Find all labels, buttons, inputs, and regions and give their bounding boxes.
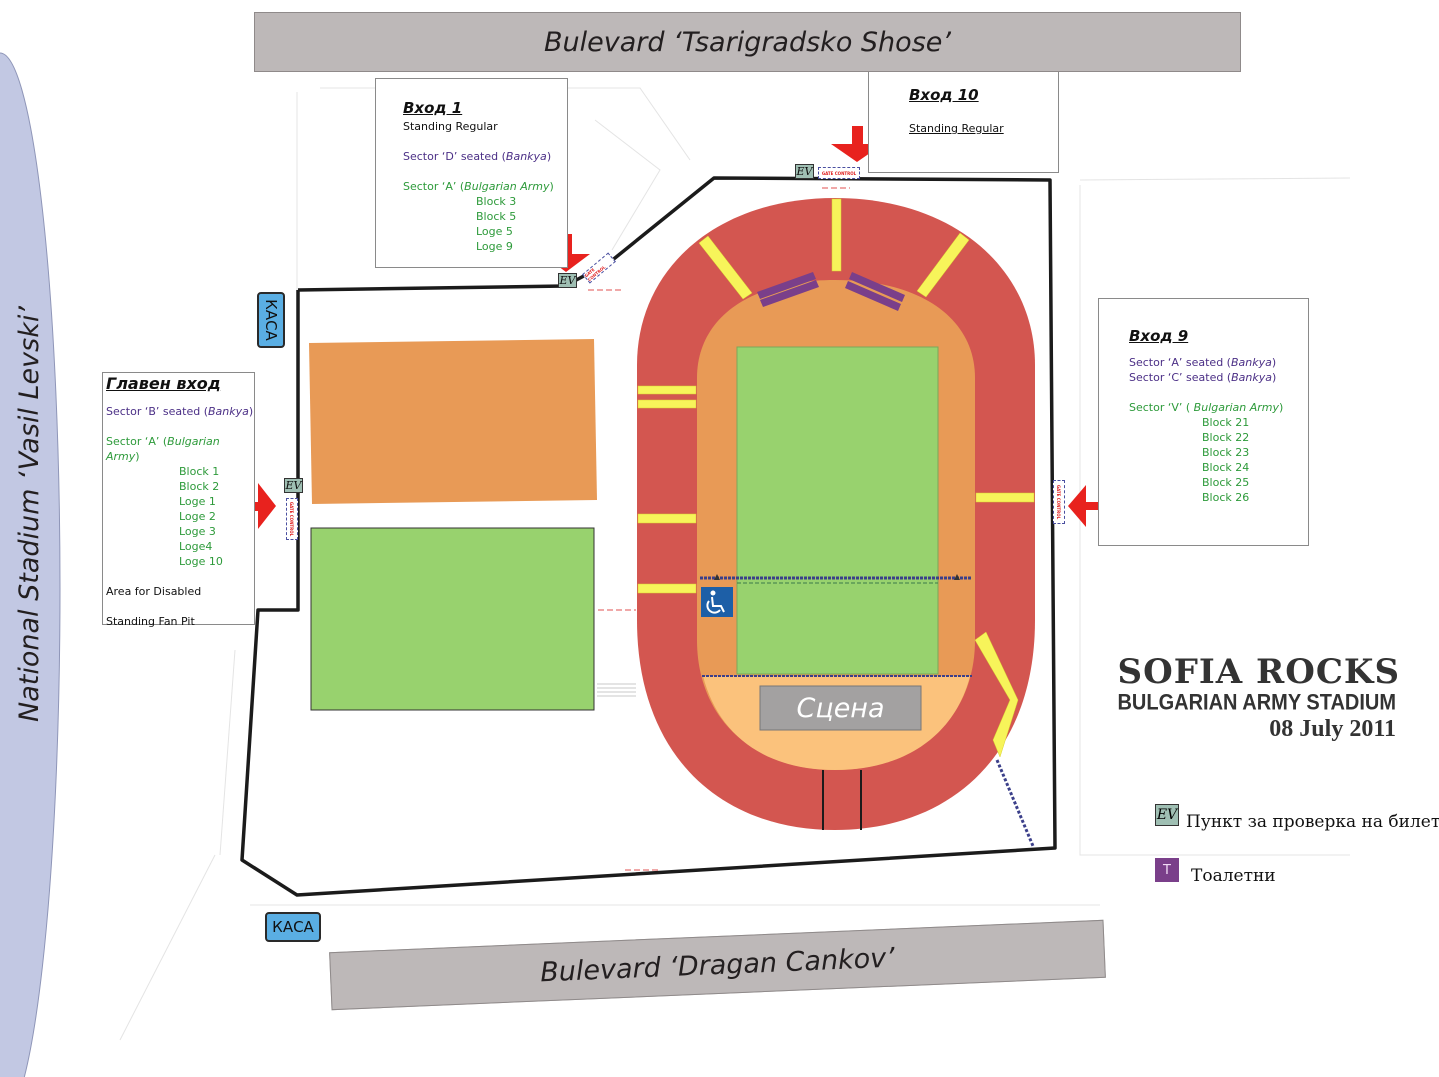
gate10-info: Вход 10 Standing Regular	[868, 72, 1059, 173]
toilet-icon: T	[1155, 858, 1179, 882]
gate-control-gate10: GATE CONTROL	[818, 167, 860, 179]
toilet-blocks	[757, 272, 905, 311]
event-venue: BULGARIAN ARMY STADIUM	[1117, 690, 1396, 716]
main-sector-b: Sector ‘B’ seated (Bankya)	[106, 405, 254, 418]
legend-ev-icon: EV	[1155, 804, 1179, 826]
main-block: Loge4	[179, 540, 213, 553]
gate9-sector-a: Sector ‘A’ seated (Bankya)	[1129, 356, 1277, 369]
gate1-block: Block 3	[476, 195, 517, 208]
legend-toilet-text: Тоалетни	[1191, 866, 1276, 886]
gate9-title: Вход 9	[1129, 327, 1189, 345]
entrance-arrow-gate9	[1068, 485, 1104, 527]
service-path	[995, 759, 1035, 847]
gate9-block: Block 26	[1202, 491, 1250, 504]
stage-label: Сцена	[796, 692, 885, 724]
marker-icon	[714, 574, 720, 580]
entrance-arrow-main	[240, 483, 276, 529]
gate10-line: Standing Regular	[909, 122, 1004, 135]
pitch	[736, 346, 939, 675]
gate9-sector-c: Sector ‘C’ seated (Bankya)	[1129, 371, 1277, 384]
ev-checkpoint-main: EV	[284, 478, 303, 493]
wheelchair-icon	[701, 587, 733, 617]
gate1-block: Loge 5	[476, 225, 513, 238]
main-entrance-info: Главен вход Sector ‘B’ seated (Bankya) S…	[102, 372, 255, 628]
gate1-sector-a: Sector ‘A’ (Bulgarian Army)	[403, 180, 554, 193]
ticket-office-south: КАСА	[265, 912, 321, 942]
ev-checkpoint-gate1: EV	[558, 273, 577, 288]
main-block: Loge 10	[179, 555, 223, 568]
aisles	[637, 198, 1035, 758]
gate9-sector-v: Sector ‘V’ ( Bulgarian Army)	[1129, 401, 1284, 414]
main-block: Block 1	[179, 465, 220, 478]
main-block: Loge 3	[179, 525, 216, 538]
seated-zone-orange	[309, 339, 597, 504]
gate-control-main: GATE CONTROL	[286, 498, 298, 540]
gate1-title: Вход 1	[403, 99, 463, 117]
legend-ev-text: Пункт за проверка на билети	[1186, 812, 1439, 832]
main-block: Loge 1	[179, 495, 216, 508]
national-stadium-shape	[0, 52, 61, 1077]
standing-zone-green	[310, 527, 595, 711]
marker-icon	[954, 574, 960, 580]
gate1-info: Вход 1 Standing Regular Sector ‘D’ seate…	[375, 78, 568, 268]
gate-control-gate9: GATE CONTROL	[1053, 480, 1065, 524]
gate9-block: Block 21	[1202, 416, 1250, 429]
gate9-block: Block 22	[1202, 431, 1250, 444]
gate9-info: Вход 9 Sector ‘A’ seated (Bankya) Sector…	[1098, 298, 1309, 546]
event-date: 08 July 2011	[1269, 716, 1396, 742]
main-block: Block 2	[179, 480, 220, 493]
steps	[597, 683, 636, 697]
gate10-title: Вход 10	[909, 86, 979, 104]
gate1-block: Block 5	[476, 210, 517, 223]
ticket-office-north: КАСА	[257, 292, 285, 348]
ev-checkpoint-gate10: EV	[795, 164, 814, 179]
main-fanpit: Standing Fan Pit	[106, 615, 195, 628]
gate1-sector-d: Sector ‘D’ seated (Bankya)	[403, 150, 552, 163]
link-lines	[588, 187, 850, 871]
gate9-block: Block 23	[1202, 446, 1250, 459]
stage-block	[759, 685, 922, 731]
event-title: SOFIA ROCKS	[1117, 652, 1400, 692]
main-disabled: Area for Disabled	[106, 585, 202, 598]
gate9-block: Block 25	[1202, 476, 1250, 489]
main-title: Главен вход	[106, 374, 221, 393]
gate9-block: Block 24	[1202, 461, 1250, 474]
national-stadium-label: National Stadium ‘Vasil Levski’	[14, 306, 45, 722]
gate1-block: Loge 9	[476, 240, 513, 253]
road-tsarigradsko: Bulevard ‘Tsarigradsko Shose’	[254, 12, 1241, 72]
gate1-line: Standing Regular	[403, 120, 498, 133]
main-block: Loge 2	[179, 510, 216, 523]
main-sector-a: Sector ‘A’ (Bulgarian Army)	[106, 435, 220, 463]
